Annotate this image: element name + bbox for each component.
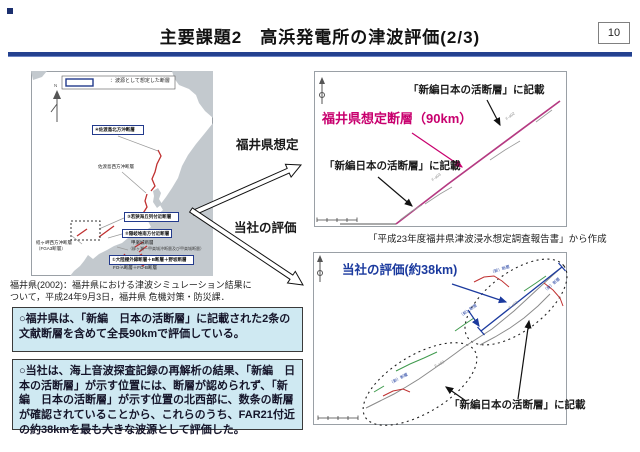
title-divider xyxy=(8,52,632,57)
note-box-company: ○当社は、海上音波探査記録の再解析の結果、「新編 日本の活断層」が示す位置には、… xyxy=(12,359,303,436)
fault-label-kyogamisaki: 経ヶ岬西方沖断層（FGA3断層） xyxy=(36,240,72,251)
company-eval-label: 当社の評価(約38km) xyxy=(342,263,458,277)
fault-label-kabu-detail: （柳ヶ瀬ー甲楽城沖断層及び甲楽城断層） xyxy=(128,246,204,251)
fukui-fault-label: 福井県想定断層（90km） xyxy=(322,111,473,126)
north-label: N xyxy=(54,83,58,88)
note-box-fukui: ○福井県は、「新編 日本の活断層」に記載された2条の文献断層を含めて全長90km… xyxy=(12,307,303,352)
fault-label-foab: FO-A断層＋FO-B断層 xyxy=(113,265,157,270)
shinpen-label-bottom: 「新編日本の活断層」に記載 xyxy=(324,160,461,172)
report-source-caption: 「平成23年度福井県津波浸水想定調査報告書」から作成 xyxy=(368,234,607,245)
page-number-badge: 10 xyxy=(598,22,630,44)
note-box-company-text: ○当社は、海上音波探査記録の再解析の結果、「新編 日本の活断層」が示す位置には、… xyxy=(19,365,296,436)
page-title: 主要課題2 高浜発電所の津波評価(2/3) xyxy=(159,28,481,47)
fault-label-sado-north: ④佐渡島北方沖断層 xyxy=(92,125,144,135)
fault-label-continental-shelf: ①大陸棚外縁断層＋B断層＋野坂断層 xyxy=(109,255,194,265)
fault-label-okitai: ②隠岐堆南方付近断層 xyxy=(122,229,172,238)
flow-label-fukui: 福井県想定 xyxy=(236,138,299,152)
corner-decoration xyxy=(7,8,13,14)
legend-label: ：波源として想定した断層 xyxy=(110,78,170,84)
flow-label-company: 当社の評価 xyxy=(234,221,297,235)
fault-label-wakasa: ③若狭海丘列付近断層 xyxy=(124,212,179,222)
shinpen-label: 「新編日本の活断層」に記載 xyxy=(449,399,586,411)
note-box-fukui-text: ○福井県は、「新編 日本の活断層」に記載された2条の文献断層を含めて全長90km… xyxy=(19,313,291,340)
shinpen-label-top: 「新編日本の活断層」に記載 xyxy=(408,84,545,96)
fault-label-kabu: 甲楽城断層 xyxy=(131,240,154,245)
fault-label-sado-west: 佐渡島西方沖断層 xyxy=(98,164,134,169)
map-source-caption: 福井県(2002)：福井県における津波シミュレーション結果について，平成24年9… xyxy=(10,280,252,302)
